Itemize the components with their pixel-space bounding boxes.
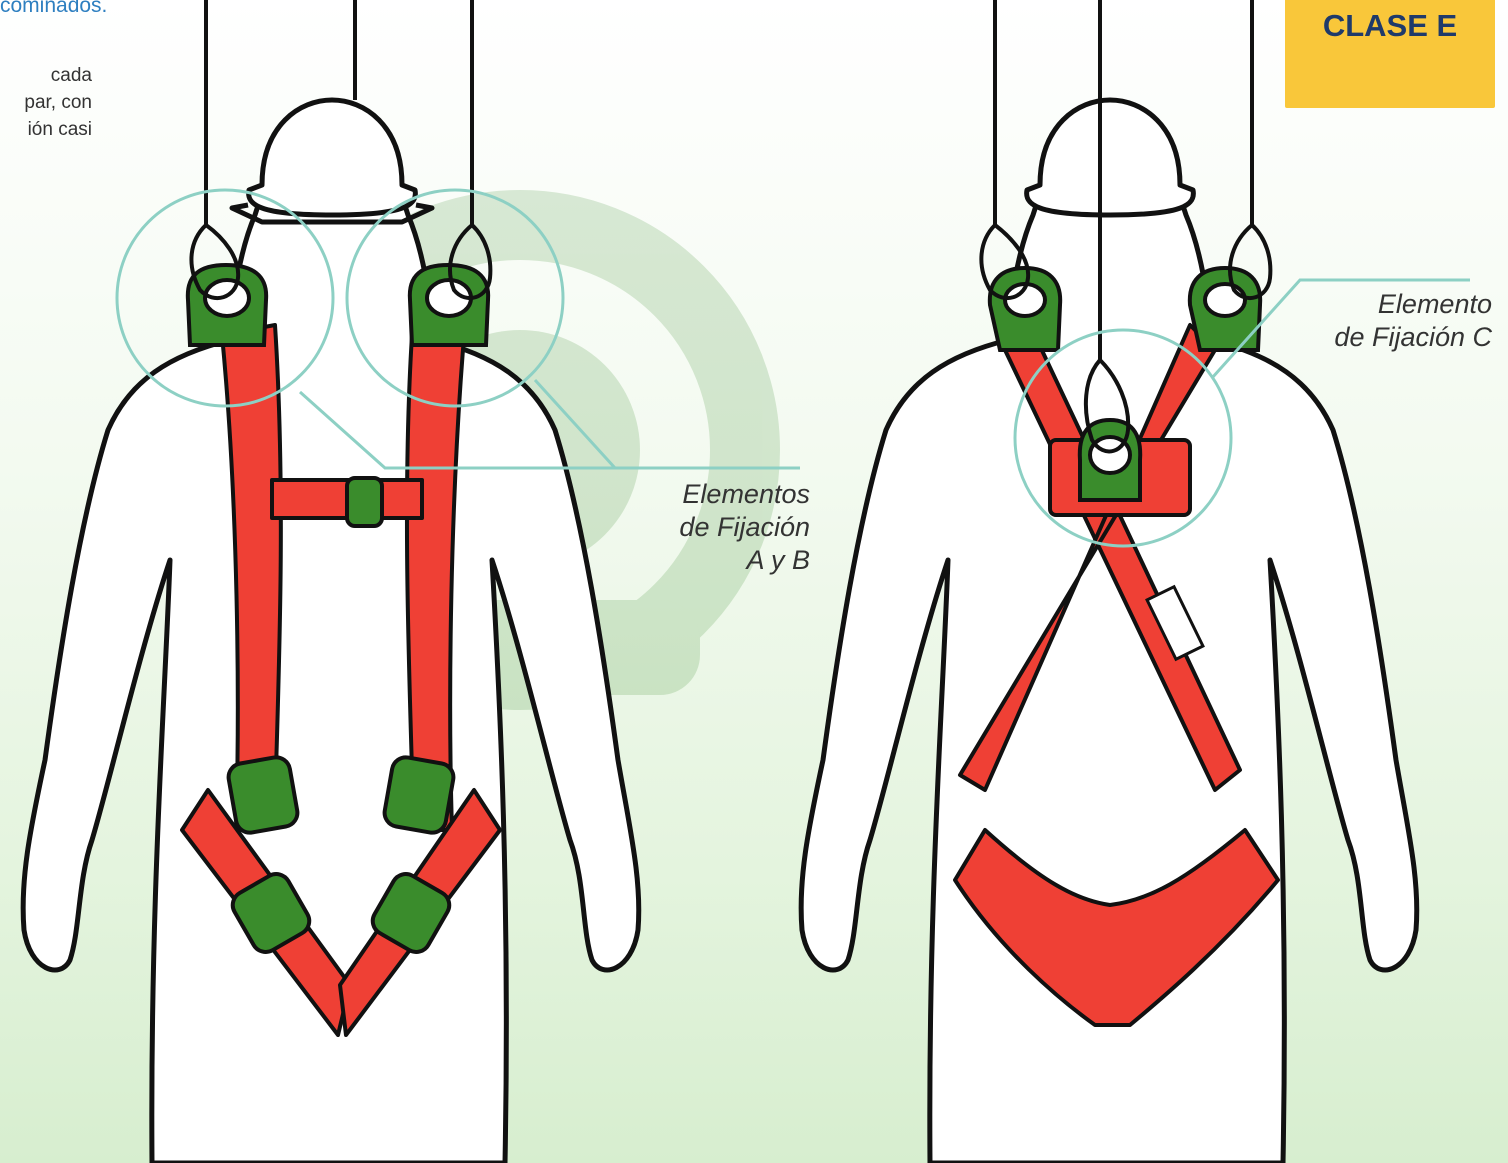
intro-line: cada: [0, 62, 92, 89]
callout-front-line: de Fijación: [610, 511, 810, 544]
intro-line: ión casi: [0, 116, 92, 143]
callout-front: Elementos de Fijación A y B: [610, 478, 810, 577]
callout-front-line: Elementos: [610, 478, 810, 511]
intro-top-line: comiñados.: [0, 0, 107, 18]
callout-back-line: Elemento: [1270, 288, 1492, 321]
callout-front-line: A y B: [610, 544, 810, 577]
callout-back: Elemento de Fijación C: [1270, 288, 1492, 354]
class-badge-label: CLASE E: [1285, 8, 1495, 44]
intro-text: cada par, con ión casi: [0, 62, 92, 143]
callout-back-line: de Fijación C: [1270, 321, 1492, 354]
intro-line: par, con: [0, 89, 92, 116]
class-badge: CLASE E: [1285, 0, 1495, 108]
